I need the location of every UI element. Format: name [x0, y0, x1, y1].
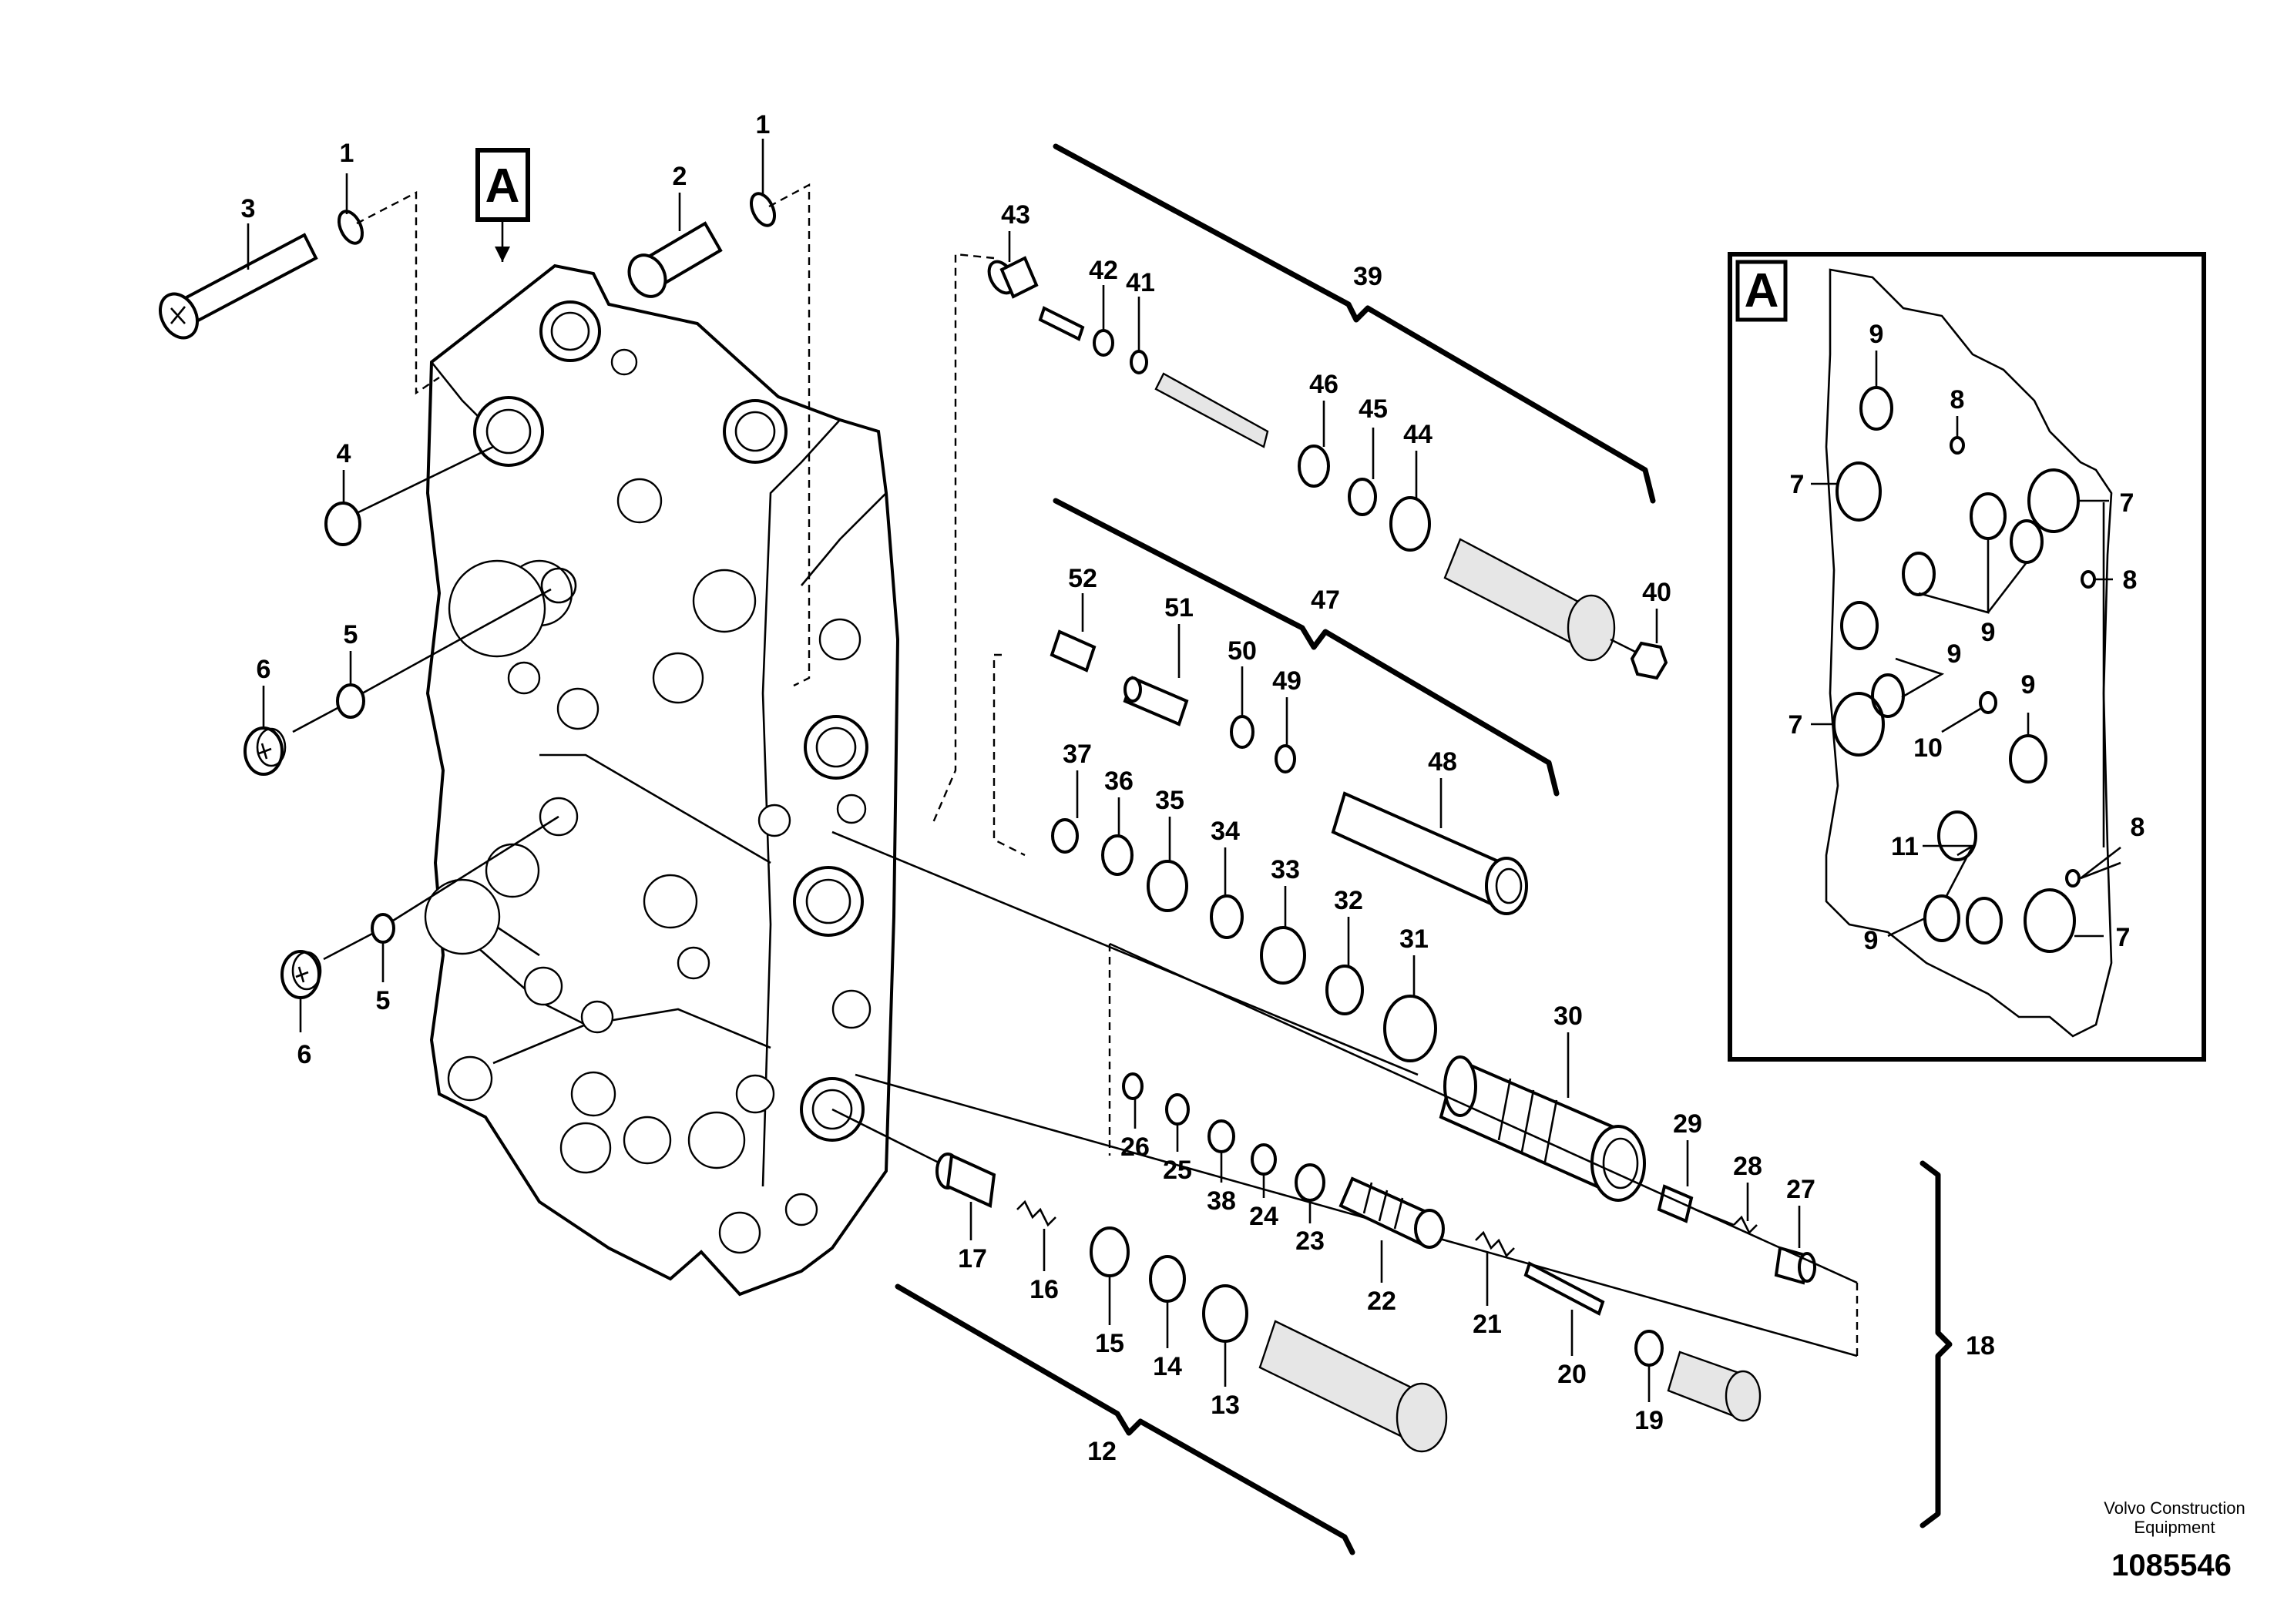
callout-23: 23 [1295, 1226, 1325, 1256]
callout-5: 5 [344, 620, 358, 649]
view-a-marker: A [475, 148, 530, 262]
callout-52: 52 [1068, 564, 1097, 593]
group-39-bracket [1053, 143, 1656, 504]
callout-35: 35 [1155, 786, 1184, 815]
callout-36: 36 [1104, 767, 1134, 796]
callout-17: 17 [958, 1244, 987, 1273]
detail-callout-7: 7 [2116, 923, 2131, 952]
o-ring-5-upper [292, 588, 552, 733]
callout-4: 4 [337, 439, 351, 468]
callout-6: 6 [297, 1040, 312, 1069]
o-ring-4 [324, 445, 494, 546]
detail-callout-9: 9 [1864, 926, 1879, 955]
valve-block-housing [424, 263, 900, 1297]
drawing-number: 1085546 [2111, 1549, 2232, 1582]
callout-3: 3 [241, 194, 256, 223]
group-47-parts [992, 593, 1528, 915]
callout-47: 47 [1311, 586, 1340, 615]
callout-38: 38 [1207, 1186, 1236, 1216]
group-18-bracket [1920, 1160, 1953, 1528]
detail-callout-9: 9 [2021, 670, 2036, 700]
o-ring-row-31-37 [831, 770, 1437, 1076]
callout-42: 42 [1089, 256, 1118, 285]
group-12-bracket [895, 1283, 1355, 1555]
callout-27: 27 [1786, 1175, 1815, 1204]
callout-25: 25 [1163, 1156, 1192, 1185]
callout-22: 22 [1367, 1287, 1396, 1316]
view-a-label: A [485, 159, 520, 213]
detail-callouts: 9 8 7 7 8 9 9 7 9 10 11 8 9 7 [1789, 320, 2145, 955]
plug-6-lower [280, 950, 322, 1032]
detail-callout-8: 8 [1950, 385, 1965, 414]
callout-24: 24 [1249, 1202, 1278, 1231]
callout-16: 16 [1029, 1275, 1059, 1304]
detail-callout-8: 8 [2123, 565, 2138, 595]
callout-26: 26 [1120, 1132, 1150, 1162]
o-ring-5-lower [323, 815, 559, 982]
cap-screw-3 [159, 233, 318, 340]
detail-view-a: A [1728, 252, 2206, 1062]
detail-a-label: A [1745, 264, 1779, 317]
callout-32: 32 [1334, 886, 1363, 915]
callout-44: 44 [1403, 420, 1432, 449]
callout-31: 31 [1399, 924, 1429, 954]
callout-33: 33 [1271, 855, 1300, 884]
group-39-parts [931, 231, 1668, 825]
detail-callout-7: 7 [2120, 488, 2134, 518]
group-12-parts [831, 1108, 1448, 1453]
part-callouts: 1 1 2 3 4 5 6 5 6 43 42 41 39 46 45 44 4… [241, 110, 1995, 1466]
plug-6-upper [244, 686, 287, 776]
callout-46: 46 [1309, 370, 1338, 399]
callout-40: 40 [1642, 578, 1671, 607]
publisher-block: Volvo Construction Equipment 1085546 [2104, 1498, 2245, 1582]
callout-29: 29 [1673, 1109, 1702, 1139]
callout-18: 18 [1966, 1331, 1995, 1361]
callout-30: 30 [1553, 1002, 1583, 1031]
callout-45: 45 [1359, 394, 1388, 424]
detail-callout-8: 8 [2131, 813, 2145, 842]
publisher-name-line2: Equipment [2134, 1518, 2215, 1537]
callout-50: 50 [1228, 636, 1257, 666]
callout-15: 15 [1095, 1329, 1124, 1358]
detail-callout-9: 9 [1869, 320, 1884, 349]
callout-43: 43 [1001, 200, 1030, 230]
callout-12: 12 [1087, 1437, 1117, 1466]
publisher-name-line1: Volvo Construction [2104, 1498, 2245, 1518]
callout-28: 28 [1733, 1152, 1762, 1181]
callout-6: 6 [257, 655, 271, 684]
detail-callout-9: 9 [1981, 618, 1996, 647]
cap-screw-2 [627, 221, 723, 298]
group-18-parts [855, 942, 1859, 1422]
washer-1-left [337, 210, 364, 245]
callout-20: 20 [1557, 1360, 1587, 1389]
callout-21: 21 [1473, 1310, 1502, 1339]
callout-1: 1 [756, 110, 771, 139]
detail-callout-11: 11 [1891, 832, 1919, 861]
callout-39: 39 [1353, 262, 1382, 291]
callout-51: 51 [1164, 593, 1194, 622]
callout-41: 41 [1126, 268, 1155, 297]
spool-assembly-30 [1439, 1032, 1816, 1285]
detail-callout-7: 7 [1789, 710, 1803, 740]
callout-19: 19 [1634, 1406, 1664, 1435]
callout-37: 37 [1063, 740, 1092, 769]
leaders-top-left [247, 139, 811, 687]
callout-1: 1 [340, 139, 354, 168]
callout-2: 2 [673, 162, 687, 191]
group-47-bracket [1053, 498, 1560, 797]
callout-49: 49 [1272, 666, 1302, 696]
callout-14: 14 [1153, 1352, 1182, 1381]
detail-callout-9: 9 [1947, 639, 1962, 669]
callout-34: 34 [1211, 817, 1240, 846]
callout-13: 13 [1211, 1391, 1240, 1420]
detail-callout-7: 7 [1790, 470, 1805, 499]
detail-callout-10: 10 [1913, 733, 1943, 763]
callout-48: 48 [1428, 747, 1457, 777]
callout-5: 5 [376, 986, 391, 1015]
